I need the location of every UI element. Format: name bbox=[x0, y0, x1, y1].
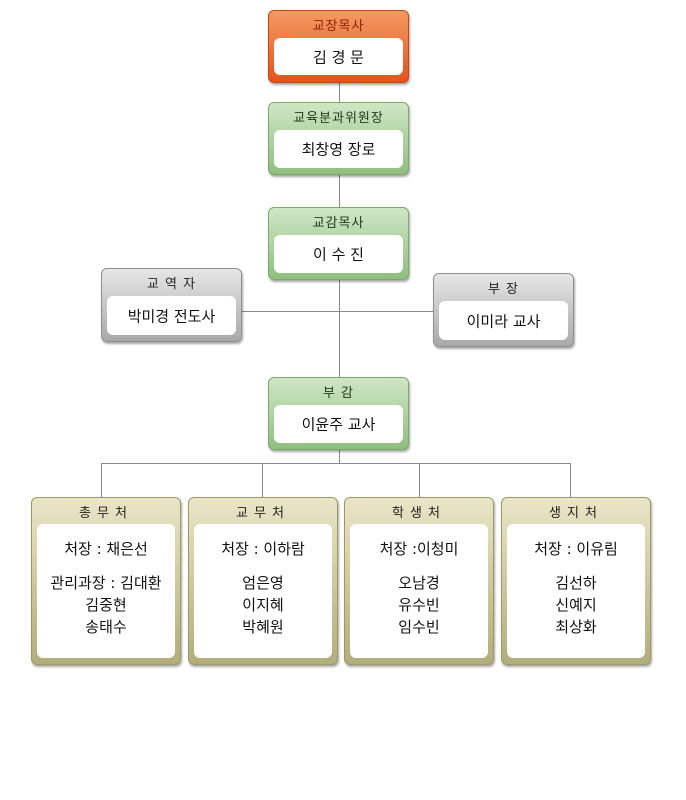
connector-line bbox=[101, 463, 102, 498]
student-affairs-member: 임수빈 bbox=[398, 618, 440, 636]
vice-principal-pastor-box: 교감목사 이 수 진 bbox=[268, 207, 409, 280]
assistant-principal-box: 부 감 이윤주 교사 bbox=[268, 377, 409, 450]
academic-affairs-title: 교무처 bbox=[236, 506, 290, 521]
evangelist-box: 교 역 자 박미경 전도사 bbox=[101, 268, 242, 342]
general-affairs-title: 총무처 bbox=[79, 506, 133, 521]
general-affairs-member: 김중현 bbox=[85, 596, 127, 614]
student-affairs-head: 처장 :이청미 bbox=[379, 540, 459, 558]
student-life-member: 김선하 bbox=[555, 574, 597, 592]
connector-line bbox=[339, 278, 340, 378]
senior-pastor-title: 교장목사 bbox=[312, 19, 365, 34]
connector-line bbox=[262, 463, 263, 498]
education-chair-title: 교육분과위원장 bbox=[293, 111, 384, 126]
student-life-title: 생지처 bbox=[549, 506, 603, 521]
education-chair-name: 최창영 장로 bbox=[301, 140, 376, 159]
connector-line bbox=[339, 174, 340, 208]
general-affairs-member: 관리과장 : 김대환 bbox=[50, 574, 162, 592]
general-affairs-box: 총무처 처장 : 채은선 관리과장 : 김대환 김중현 송태수 bbox=[31, 497, 181, 665]
senior-pastor-box: 교장목사 김 경 문 bbox=[268, 10, 409, 83]
evangelist-name: 박미경 전도사 bbox=[127, 307, 216, 325]
vice-principal-pastor-title: 교감목사 bbox=[312, 216, 365, 231]
evangelist-title: 교 역 자 bbox=[146, 277, 197, 292]
general-affairs-head: 처장 : 채은선 bbox=[64, 540, 148, 558]
academic-affairs-box: 교무처 처장 : 이하람 엄은영 이지혜 박혜원 bbox=[188, 497, 338, 665]
student-affairs-member: 오남경 bbox=[398, 574, 440, 592]
connector-line bbox=[339, 82, 340, 102]
assistant-principal-name: 이윤주 교사 bbox=[301, 415, 376, 434]
academic-affairs-member: 박혜원 bbox=[242, 618, 284, 636]
senior-pastor-name: 김 경 문 bbox=[313, 48, 364, 66]
connector-line bbox=[570, 463, 571, 498]
general-affairs-member: 송태수 bbox=[85, 618, 127, 636]
education-chair-box: 교육분과위원장 최창영 장로 bbox=[268, 102, 409, 175]
student-life-member: 최상화 bbox=[555, 618, 597, 636]
student-affairs-member: 유수빈 bbox=[398, 596, 440, 614]
connector-line bbox=[101, 463, 571, 464]
student-affairs-title: 학생처 bbox=[392, 506, 446, 521]
director-title: 부 장 bbox=[487, 282, 520, 297]
student-life-member: 신예지 bbox=[555, 596, 597, 614]
vice-principal-pastor-name: 이 수 진 bbox=[313, 245, 364, 264]
director-box: 부 장 이미라 교사 bbox=[433, 273, 574, 347]
student-affairs-box: 학생처 처장 :이청미 오남경 유수빈 임수빈 bbox=[344, 497, 494, 665]
connector-line bbox=[339, 448, 340, 464]
academic-affairs-member: 엄은영 bbox=[242, 574, 284, 592]
student-life-head: 처장 : 이유림 bbox=[534, 540, 618, 558]
director-name: 이미라 교사 bbox=[466, 312, 541, 330]
student-life-box: 생지처 처장 : 이유림 김선하 신예지 최상화 bbox=[501, 497, 651, 665]
academic-affairs-member: 이지혜 bbox=[242, 596, 284, 614]
assistant-principal-title: 부 감 bbox=[322, 386, 355, 401]
connector-line bbox=[241, 311, 434, 312]
academic-affairs-head: 처장 : 이하람 bbox=[221, 540, 305, 558]
connector-line bbox=[419, 463, 420, 498]
